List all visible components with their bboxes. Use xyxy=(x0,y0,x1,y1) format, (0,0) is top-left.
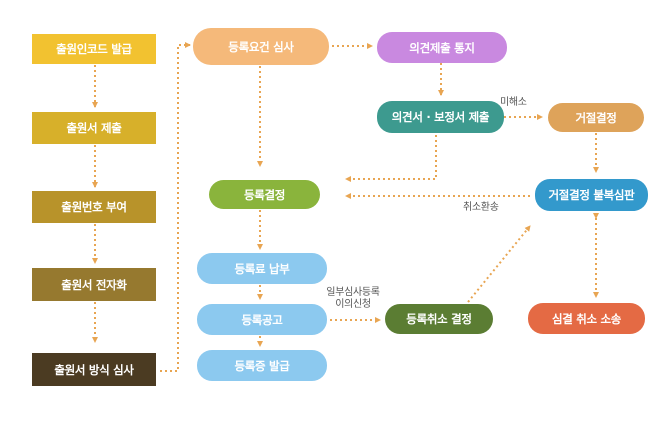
step-application-submit-label: 출원서 제출 xyxy=(66,121,122,135)
node-registration-decision: 등록결정 xyxy=(209,180,320,209)
step-applicant-code: 출원인코드 발급 xyxy=(32,34,156,64)
step-applicant-code-label: 출원인코드 발급 xyxy=(56,42,132,56)
arrow-formality-to-review xyxy=(160,42,191,372)
node-requirement-review: 등록요건 심사 xyxy=(193,28,329,65)
node-cancellation: 등록취소 결정 xyxy=(385,304,493,334)
node-cancellation-label: 등록취소 결정 xyxy=(406,312,472,326)
node-opinion-notice: 의견제출 통지 xyxy=(377,32,507,63)
node-opinion-submission: 의견서 · 보정서 제출 xyxy=(377,101,504,133)
step-application-submit: 출원서 제출 xyxy=(32,112,156,144)
step-application-number: 출원번호 부여 xyxy=(32,191,156,223)
step-formality-review-label: 출원서 방식 심사 xyxy=(54,362,134,377)
label-partial-review: 일부심사등록 이의신청 xyxy=(318,287,388,311)
label-not-resolved: 미해소 xyxy=(500,97,527,108)
node-rejection-label: 거절결정 xyxy=(575,110,617,125)
node-lawsuit: 심결 취소 소송 xyxy=(528,303,645,334)
node-opinion-submission-label: 의견서 · 보정서 제출 xyxy=(391,110,490,124)
node-rejection: 거절결정 xyxy=(548,103,644,132)
arrow-cancellation-to-appeal xyxy=(467,225,531,303)
node-requirement-review-label: 등록요건 심사 xyxy=(228,39,294,54)
node-opinion-notice-label: 의견제출 통지 xyxy=(409,40,475,55)
label-partial-review-line2: 이의신청 xyxy=(335,299,371,310)
arrow-submission-to-decision xyxy=(345,135,437,182)
step-digitization: 출원서 전자화 xyxy=(32,268,156,301)
node-lawsuit-label: 심결 취소 소송 xyxy=(551,311,622,326)
node-publication: 등록공고 xyxy=(197,304,327,335)
node-appeal: 거절결정 불복심판 xyxy=(535,179,648,211)
node-publication-label: 등록공고 xyxy=(241,312,283,327)
node-certificate: 등록증 발급 xyxy=(197,350,327,381)
node-appeal-label: 거절결정 불복심판 xyxy=(548,188,635,202)
node-fee-payment: 등록료 납부 xyxy=(197,253,327,284)
step-formality-review: 출원서 방식 심사 xyxy=(32,353,156,386)
label-partial-review-line1: 일부심사등록 xyxy=(326,287,380,298)
node-certificate-label: 등록증 발급 xyxy=(234,358,290,373)
step-application-number-label: 출원번호 부여 xyxy=(61,200,127,214)
node-fee-payment-label: 등록료 납부 xyxy=(234,261,290,276)
step-digitization-label: 출원서 전자화 xyxy=(61,277,127,292)
label-cancel-return: 취소환송 xyxy=(463,202,499,213)
node-registration-decision-label: 등록결정 xyxy=(243,187,286,202)
